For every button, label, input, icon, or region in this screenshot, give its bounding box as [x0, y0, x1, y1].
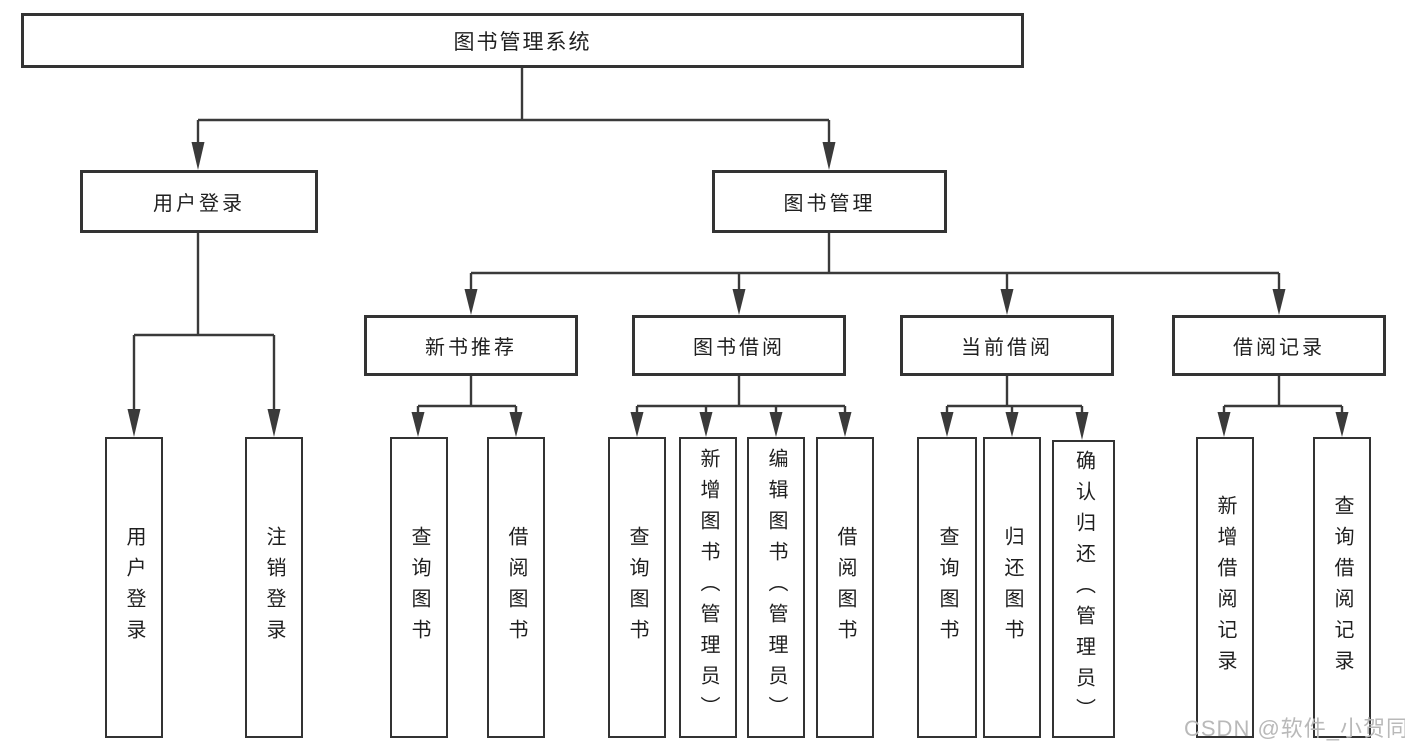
leaf-label: 新增借阅记录: [1214, 494, 1236, 681]
node-label: 图书管理: [783, 193, 876, 215]
leaf-label: 用户登录: [123, 525, 145, 650]
connector-borrow-record-children: [1217, 376, 1349, 437]
leaf-add-book-admin: 新增图书（管理员）: [679, 437, 737, 738]
leaf-label: 查询图书: [626, 525, 648, 650]
leaf-label: 查询图书: [936, 525, 958, 650]
node-library-management-system: 图书管理系统: [21, 13, 1024, 68]
node-label: 新书推荐: [425, 337, 517, 359]
connector-current-borrow-children: [940, 376, 1089, 440]
node-label: 借阅记录: [1233, 337, 1325, 359]
leaf-borrow-book-recommend: 借阅图书: [487, 437, 545, 738]
leaf-query-book-borrow: 查询图书: [608, 437, 666, 738]
leaf-query-book-current: 查询图书: [917, 437, 977, 738]
connector-user-login-children: [127, 233, 281, 437]
node-borrow-record: 借阅记录: [1172, 315, 1386, 376]
leaf-label: 查询借阅记录: [1331, 494, 1353, 681]
connector-book-borrow-children: [630, 376, 852, 437]
node-label: 当前借阅: [961, 337, 1053, 359]
leaf-label: 查询图书: [408, 525, 430, 650]
leaf-label: 编辑图书（管理员）: [765, 448, 787, 727]
leaf-label: 借阅图书: [505, 525, 527, 650]
leaf-query-borrow-record: 查询借阅记录: [1313, 437, 1371, 738]
leaf-label: 注销登录: [263, 525, 285, 650]
leaf-return-book: 归还图书: [983, 437, 1041, 738]
leaf-edit-book-admin: 编辑图书（管理员）: [747, 437, 805, 738]
leaf-confirm-return-admin: 确认归还（管理员）: [1052, 440, 1115, 738]
node-new-book-recommend: 新书推荐: [364, 315, 578, 376]
leaf-label: 新增图书（管理员）: [697, 448, 719, 727]
node-label: 图书管理系统: [453, 30, 592, 54]
leaf-label: 归还图书: [1001, 525, 1023, 650]
leaf-borrow-book: 借阅图书: [816, 437, 874, 738]
leaf-query-book-recommend: 查询图书: [390, 437, 448, 738]
node-label: 用户登录: [153, 193, 245, 215]
leaf-user-login: 用户登录: [105, 437, 163, 738]
leaf-label: 确认归还（管理员）: [1072, 449, 1095, 729]
node-user-login: 用户登录: [80, 170, 318, 233]
leaf-logout: 注销登录: [245, 437, 303, 738]
node-label: 图书借阅: [693, 337, 785, 359]
leaf-add-borrow-record: 新增借阅记录: [1196, 437, 1254, 738]
connector-new-book-children: [411, 376, 523, 437]
node-current-borrow: 当前借阅: [900, 315, 1114, 376]
connector-root-to-level2: [191, 68, 836, 170]
leaf-label: 借阅图书: [834, 525, 856, 650]
node-book-management: 图书管理: [712, 170, 947, 233]
node-book-borrow: 图书借阅: [632, 315, 846, 376]
csdn-watermark: CSDN @软件_小贺同学: [1184, 716, 1405, 741]
connector-book-management-to-level3: [464, 232, 1286, 315]
